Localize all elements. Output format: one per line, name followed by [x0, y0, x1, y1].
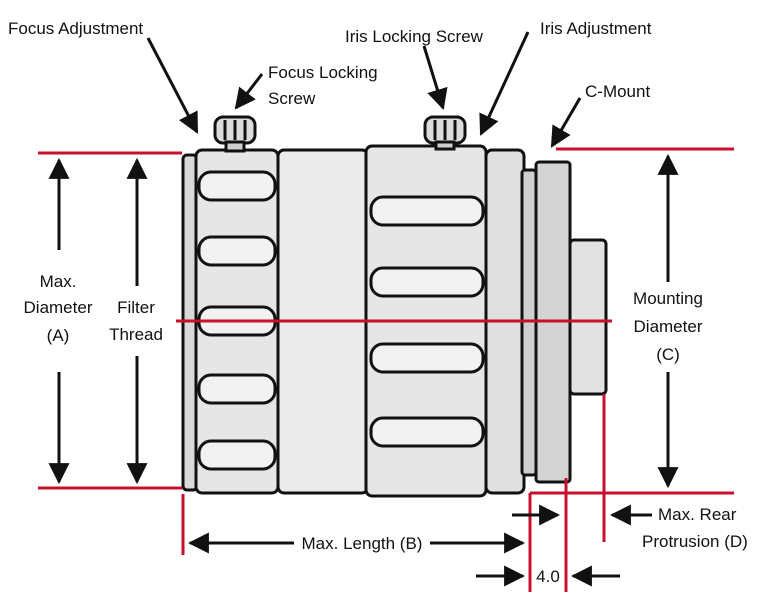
max-diameter-label-1: Max. [40, 272, 77, 291]
focus-locking-screw-label-1: Focus Locking [268, 63, 378, 82]
iris-locking-screw-leader [422, 45, 448, 111]
max-length-label: Max. Length (B) [302, 534, 423, 553]
c-mount-leader [550, 97, 582, 148]
focus-locking-screw-leader [234, 73, 264, 110]
iris-adjustment-leader [479, 31, 530, 136]
guide-lines [38, 147, 734, 592]
focus-adjustment-leader [146, 37, 199, 134]
max-rear-protrusion-label-2: Protrusion (D) [642, 532, 748, 551]
max-diameter-label-2: Diameter [24, 298, 93, 317]
focus-adjustment-label: Focus Adjustment [8, 19, 143, 38]
iris-adjustment-label: Iris Adjustment [540, 19, 652, 38]
rear-protrusion [568, 238, 608, 396]
mounting-diameter-label-2: Diameter [634, 317, 703, 336]
iris-locking-screw-label: Iris Locking Screw [345, 27, 484, 46]
iris-locking-screw [423, 115, 467, 151]
c-mount-label: C-Mount [585, 82, 650, 101]
filter-thread-label-1: Filter [117, 298, 155, 317]
mounting-diameter-label-3: (C) [656, 345, 680, 364]
iris-ring-grips [369, 195, 485, 448]
focus-locking-screw [213, 115, 257, 153]
max-rear-protrusion-label-1: Max. Rear [658, 505, 737, 524]
max-diameter-label-3: (A) [47, 326, 70, 345]
filter-thread-label-2: Thread [109, 325, 163, 344]
dimension-arrows [48, 31, 679, 587]
mounting-diameter-label-1: Mounting [633, 289, 703, 308]
flange-distance-label: 4.0 [536, 567, 560, 586]
focus-locking-screw-label-2: Screw [268, 89, 316, 108]
